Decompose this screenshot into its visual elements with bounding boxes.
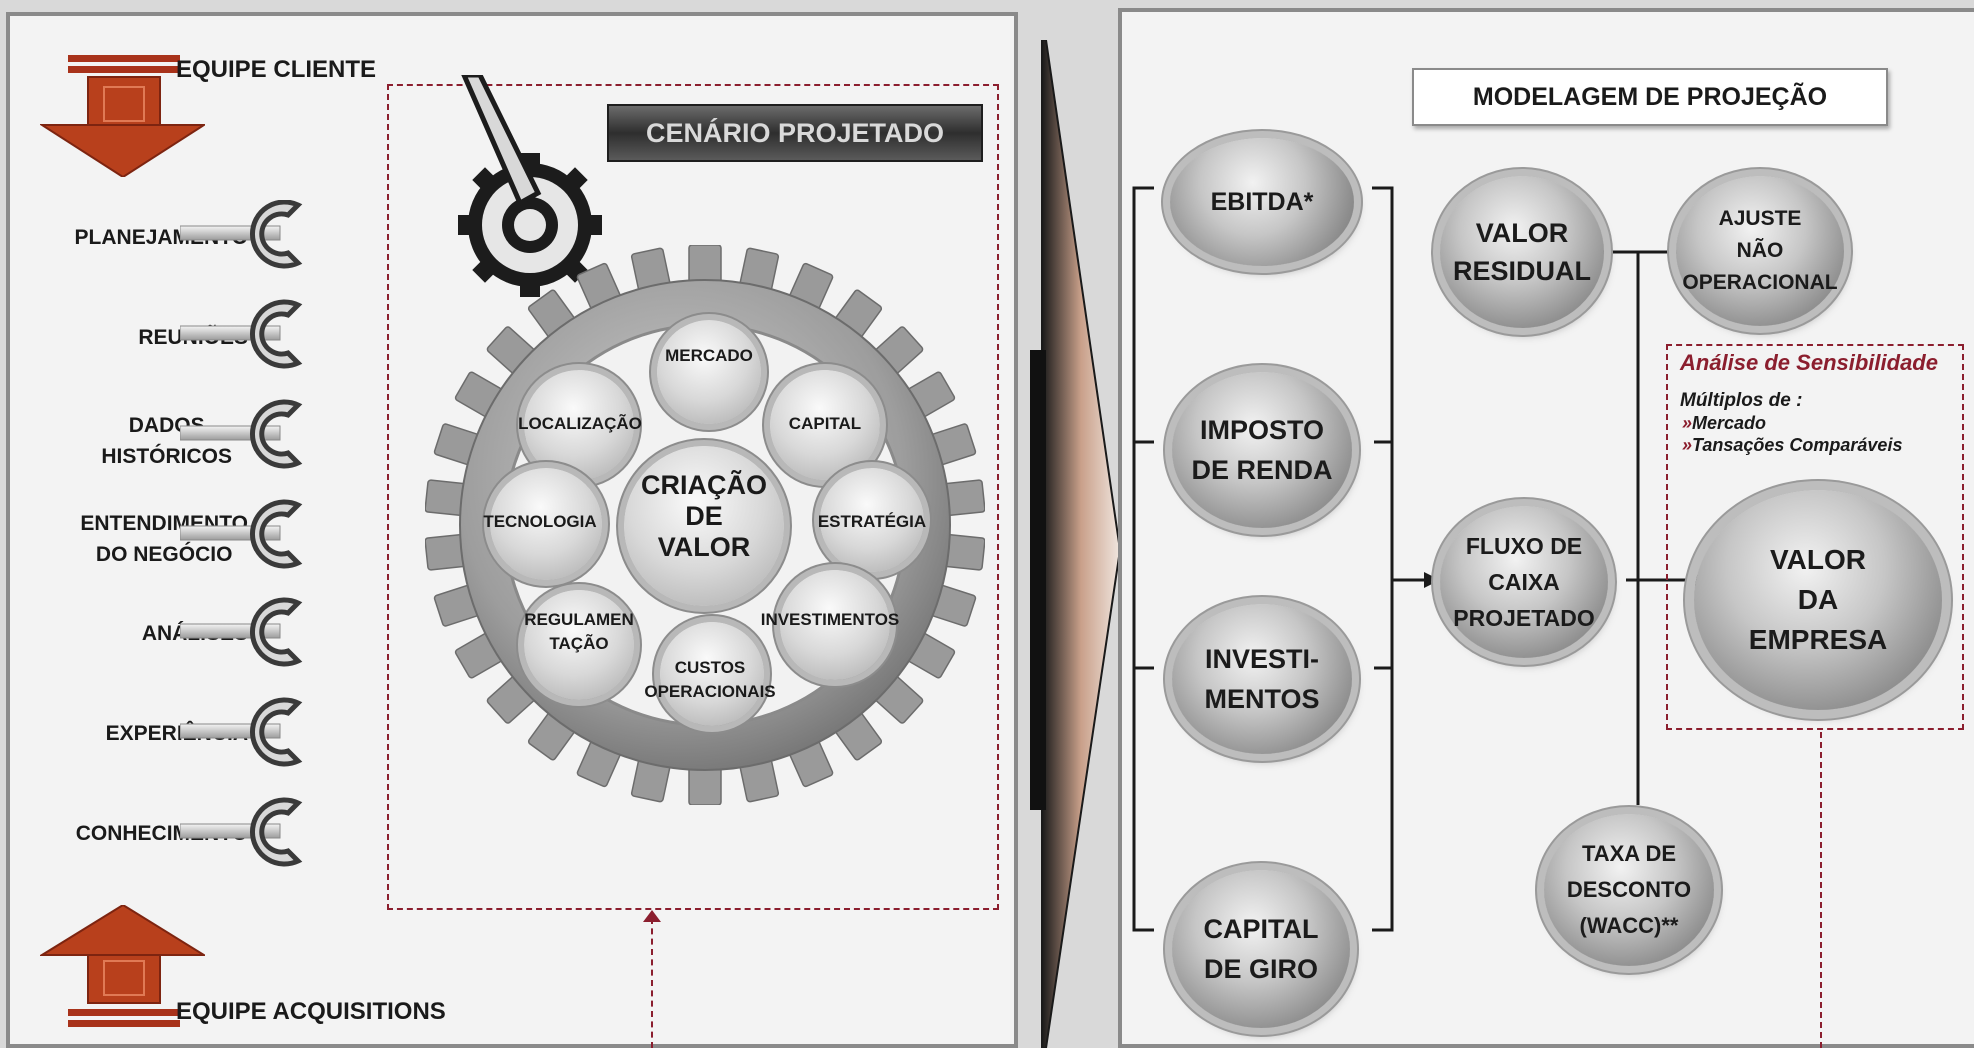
connector-arrowhead-icon [643,910,661,922]
gear-label-regulamentacao: REGULAMEN TAÇÃO [524,610,634,653]
scenario-dashed-box [387,84,999,910]
gear-tecnologia [490,468,602,580]
side-item-label: DADOS HISTÓRICOS [101,414,232,468]
node-fluxo-label: FLUXO DE CAIXA PROJETADO [1453,533,1595,631]
node-imposto-label: IMPOSTO DE RENDA [1191,415,1333,485]
node-taxa-label: TAXA DE DESCONTO (WACC)** [1566,841,1692,938]
node-investimentos: INVESTI- MENTOS [1172,604,1352,754]
node-ajuste-label: AJUSTE NÃO OPERACIONAL [1682,207,1838,294]
node-capital-giro: CAPITAL DE GIRO [1172,870,1350,1028]
node-valor-residual: VALOR RESIDUAL [1440,176,1604,328]
gear-label-tecnologia: TECNOLOGIA [483,512,597,531]
node-capital-giro-label: CAPITAL DE GIRO [1203,914,1319,984]
gear-investimentos [780,570,890,680]
sensitivity-item: »Tansações Comparáveis [1682,434,1902,456]
gear-label-capital: CAPITAL [788,414,862,433]
gear-estrategia [820,468,924,572]
gear-mercado [657,320,761,424]
wrench-icon [180,402,298,466]
wrench-icon [180,700,298,764]
sensitivity-box [1666,344,1964,730]
wrench-icon [180,202,298,266]
team-acquisitions-arrow-icon [40,905,205,1027]
wrench-icon [180,302,298,366]
wrench-icon [180,600,298,664]
node-taxa: TAXA DE DESCONTO (WACC)** [1544,814,1714,966]
gear-regulamentacao [524,590,634,700]
projection-title-box: MODELAGEM DE PROJEÇÃO [1412,68,1888,126]
sensitivity-connector-line [1820,732,1822,1048]
scenario-title: CENÁRIO PROJETADO [645,117,945,148]
team-client-label: EQUIPE CLIENTE [176,56,377,83]
gear-localizacao [524,370,634,480]
gear-capital [770,370,880,480]
sensitivity-subtitle: Múltiplos de : [1680,390,1803,411]
wrench-icon [180,800,298,864]
node-valor-empresa: VALOR DA EMPRESA [1694,490,1942,710]
wrench-icons [180,200,350,890]
scenario-title-bar: CENÁRIO PROJETADO [607,104,983,162]
node-valor-empresa-label: VALOR DA EMPRESA [1748,544,1888,655]
sensitivity-title: Análise de Sensibilidade [1680,350,1938,375]
gear-label-investimentos: INVESTIMENTOS [760,610,900,629]
gear-center [624,446,784,606]
wrench-icon [180,502,298,566]
wrench-gear-icon [458,75,602,297]
team-acquisitions-label: EQUIPE ACQUISITIONS [176,998,446,1025]
scenario-connector-line [651,918,653,1048]
node-ebitda-label: EBITDA* [1210,187,1314,216]
sensitivity-item-label: Mercado [1692,413,1767,433]
sensitivity-item-label: Tansações Comparáveis [1692,435,1903,455]
node-investimentos-label: INVESTI- MENTOS [1204,644,1320,714]
gear-label-localizacao: LOCALIZAÇÃO [518,414,642,433]
side-item-dados-historicos: DADOS HISTÓRICOS [30,410,232,472]
projection-title: MODELAGEM DE PROJEÇÃO [1472,82,1828,111]
sensitivity-item: »Mercado [1682,412,1766,434]
node-fluxo: FLUXO DE CAIXA PROJETADO [1440,506,1608,658]
gear-label-mercado: MERCADO [665,346,753,365]
gear-custos [660,622,764,726]
node-ebitda: EBITDA* [1170,138,1354,266]
gear-label-custos: CUSTOS OPERACIONAIS [644,658,776,701]
team-client-arrow-icon [40,55,205,177]
node-imposto: IMPOSTO DE RENDA [1172,372,1352,528]
gear-label-estrategia: ESTRATÉGIA [817,512,927,531]
chevron-arrow-icon [1030,40,1120,1048]
node-ajuste: AJUSTE NÃO OPERACIONAL [1676,176,1844,326]
double-chevron-icon: » [1682,413,1693,433]
center-label: CRIAÇÃO DE VALOR [641,470,767,562]
flow-connectors [1132,186,1708,932]
double-chevron-icon: » [1682,435,1693,455]
node-valor-residual-label: VALOR RESIDUAL [1452,218,1591,286]
